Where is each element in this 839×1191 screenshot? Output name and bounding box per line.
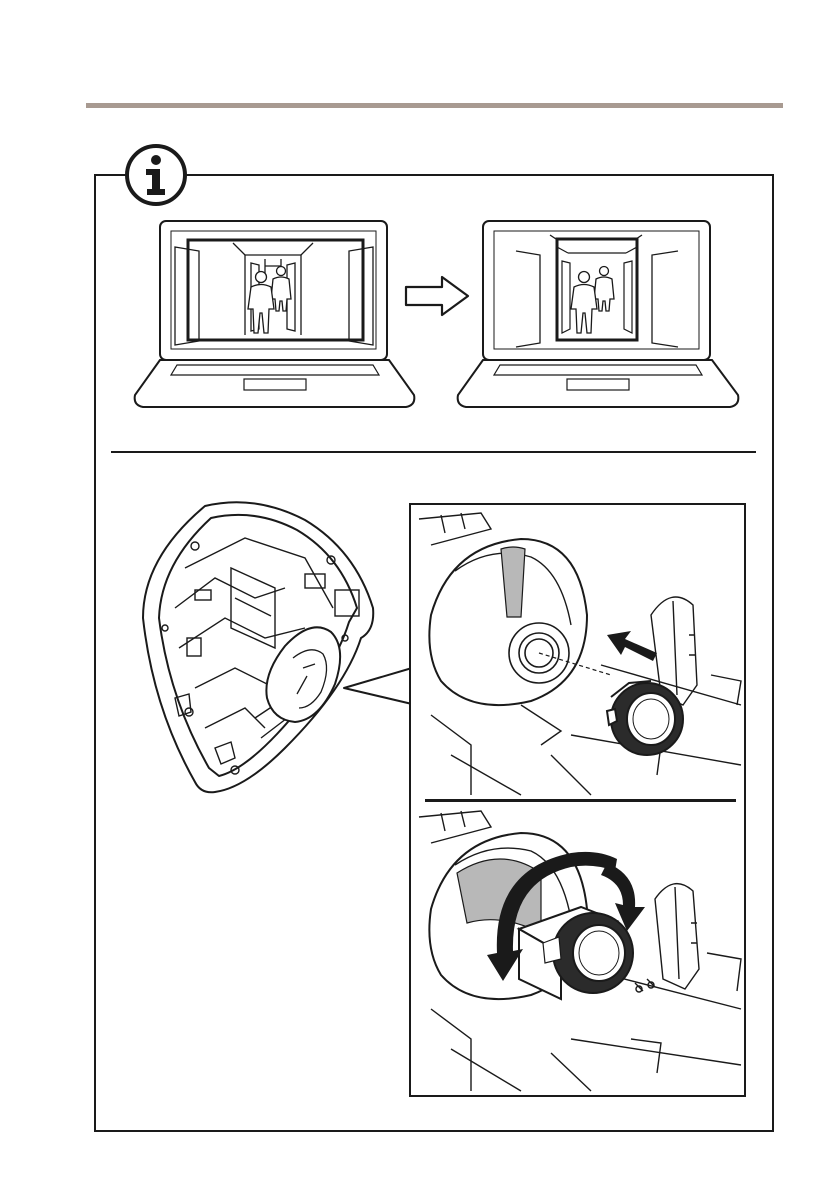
attach-lens-ring [411, 505, 746, 801]
camera-overview [135, 498, 385, 798]
laptop-view-zoomed [456, 219, 740, 409]
laptop-view-wide [133, 219, 416, 409]
section-divider [111, 451, 756, 453]
detail-divider [425, 799, 736, 802]
info-badge [124, 143, 188, 207]
insert-arrow-icon [607, 631, 657, 661]
info-icon [124, 143, 188, 207]
callout-pointer [340, 660, 415, 720]
rotate-lens-ring [411, 803, 746, 1097]
header-rule [86, 103, 783, 108]
